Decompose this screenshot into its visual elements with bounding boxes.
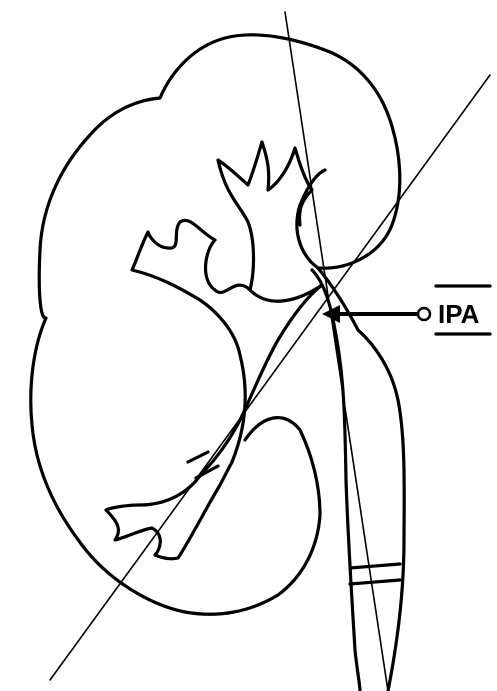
ureter-band-top <box>350 564 400 568</box>
kidney-outline <box>31 35 400 614</box>
pointer-origin <box>418 308 430 320</box>
ureter-band-bottom <box>350 580 400 584</box>
infundibulum-band-top <box>188 452 208 462</box>
ureter-right-wall <box>358 330 404 691</box>
ureter-axis-line <box>285 12 388 691</box>
infundibulum-axis-line <box>50 75 490 680</box>
upper-calyces <box>132 220 322 462</box>
ureter-left-wall <box>335 330 360 691</box>
label-ipa: IPA <box>438 299 480 329</box>
